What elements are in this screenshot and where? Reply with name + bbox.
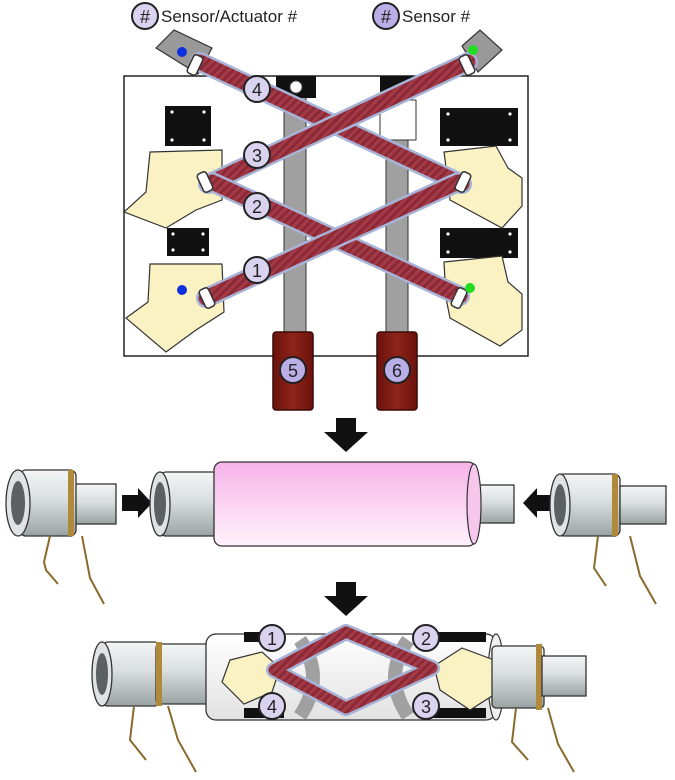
pink-sleeve	[213, 461, 477, 547]
clip-left-lower	[125, 263, 225, 353]
down-arrow-icon	[324, 418, 368, 452]
bottom-cylinder-right	[491, 644, 587, 773]
flat-assembly: 4 3 2 1 5 6	[122, 29, 529, 411]
legend-sensor-actuator-label: Sensor/Actuator #	[161, 7, 298, 26]
arrow-left-icon	[523, 488, 553, 518]
legend-symbol: #	[140, 7, 150, 27]
straps-wrapped	[266, 624, 440, 716]
svg-text:3: 3	[252, 146, 262, 166]
down-arrow-icon	[324, 582, 368, 616]
marker-6: 6	[383, 356, 411, 384]
mount-plates	[165, 106, 518, 258]
sleeve-cylinder	[149, 461, 515, 547]
svg-text:3: 3	[421, 697, 431, 717]
cylinder-left	[5, 469, 117, 605]
clips	[122, 145, 523, 353]
legend-sensor-actuator: # Sensor/Actuator #	[131, 2, 298, 30]
svg-text:4: 4	[252, 80, 262, 100]
bottom-cylinder-left	[91, 641, 213, 773]
marker-1: 1	[243, 256, 271, 284]
arrow-right-icon	[122, 488, 152, 518]
bottom-marker-2: 2	[412, 624, 440, 652]
mount-plate	[440, 108, 518, 146]
sensor-dot-green	[468, 45, 478, 55]
svg-text:1: 1	[252, 261, 262, 281]
buckles	[186, 54, 476, 309]
marker-2: 2	[243, 192, 271, 220]
legend-symbol-2: #	[381, 7, 391, 27]
wrapped-assembly: 1 2 4 3	[91, 624, 587, 773]
mount-plate	[418, 708, 486, 718]
svg-text:4: 4	[267, 697, 277, 717]
mount-plate	[167, 228, 209, 256]
svg-text:2: 2	[421, 629, 431, 649]
sensor-dot-blue	[177, 285, 187, 295]
bottom-marker-1: 1	[258, 624, 286, 652]
legend-badge-light	[131, 2, 159, 30]
clip-right-lower	[443, 255, 523, 347]
marker-5: 5	[279, 356, 307, 384]
mount-plate	[418, 632, 486, 642]
legend: # Sensor/Actuator # # Sensor #	[131, 2, 471, 30]
clip-left-upper	[122, 149, 223, 229]
sensor-dot-blue	[177, 47, 187, 57]
svg-text:6: 6	[392, 361, 402, 381]
middle-row	[5, 461, 667, 605]
sensor-dot-green	[465, 283, 475, 293]
marker-3: 3	[243, 141, 271, 169]
bottom-marker-4: 4	[258, 692, 286, 720]
legend-badge-dark	[372, 2, 400, 30]
svg-text:5: 5	[288, 361, 298, 381]
svg-text:1: 1	[267, 629, 277, 649]
legend-sensor: # Sensor #	[372, 2, 471, 30]
bottom-marker-3: 3	[412, 692, 440, 720]
marker-4: 4	[243, 75, 271, 103]
mount-plate	[440, 228, 518, 258]
legend-sensor-label: Sensor #	[402, 7, 471, 26]
rail-pulley-left	[289, 80, 303, 94]
cylinder-right	[549, 473, 667, 605]
svg-text:2: 2	[252, 197, 262, 217]
